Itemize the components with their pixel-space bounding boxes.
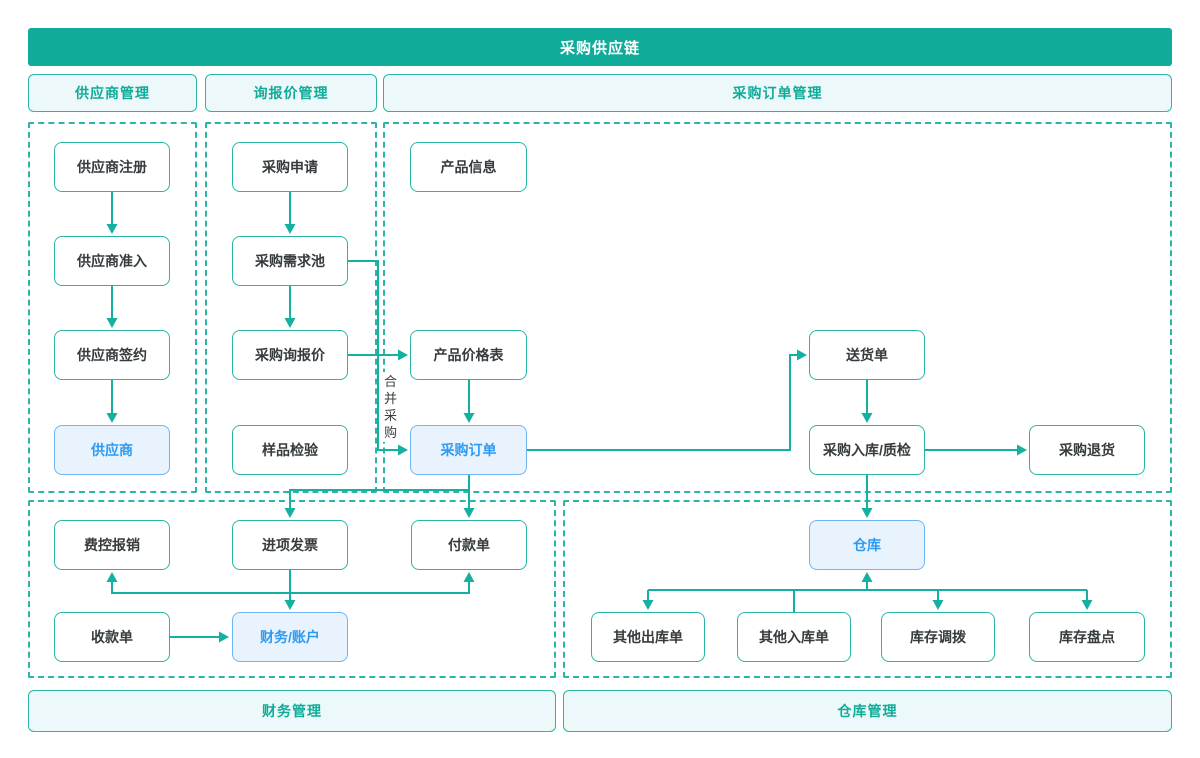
node-supplier-sign: 供应商签约	[54, 330, 170, 380]
edge-label-merge-procurement: 合并采购	[382, 372, 399, 442]
section-header-supplier-management: 供应商管理	[28, 74, 197, 112]
section-header-label: 询报价管理	[253, 85, 329, 101]
node-purchase-order: 采购订单	[410, 425, 527, 475]
node-expense-reimburse: 费控报销	[54, 520, 170, 570]
node-product-price-list: 产品价格表	[410, 330, 527, 380]
node-product-info: 产品信息	[410, 142, 527, 192]
section-header-inquiry-quote-management: 询报价管理	[205, 74, 377, 112]
dashed-zone-supplier-management	[28, 122, 197, 493]
node-other-inbound: 其他入库单	[737, 612, 851, 662]
page-title: 采购供应链	[559, 39, 640, 57]
section-header-label: 供应商管理	[75, 85, 150, 101]
node-warehouse: 仓库	[809, 520, 925, 570]
node-receipt-bill: 收款单	[54, 612, 170, 662]
node-supplier-access: 供应商准入	[54, 236, 170, 286]
section-header-purchase-order-management: 采购订单管理	[383, 74, 1172, 112]
node-purchase-inbound-qc: 采购入库/质检	[809, 425, 925, 475]
section-footer-label: 财务管理	[262, 703, 322, 719]
node-input-invoice: 进项发票	[232, 520, 348, 570]
node-delivery-note: 送货单	[809, 330, 925, 380]
section-header-label: 采购订单管理	[732, 85, 823, 101]
node-stock-transfer: 库存调拨	[881, 612, 995, 662]
node-finance-account: 财务/账户	[232, 612, 348, 662]
node-purchase-request: 采购申请	[232, 142, 348, 192]
section-footer-label: 仓库管理	[837, 703, 898, 719]
node-sample-inspection: 样品检验	[232, 425, 348, 475]
node-supplier: 供应商	[54, 425, 170, 475]
node-supplier-register: 供应商注册	[54, 142, 170, 192]
node-purchase-return: 采购退货	[1029, 425, 1145, 475]
section-footer-finance-management: 财务管理	[28, 690, 556, 732]
node-other-outbound: 其他出库单	[591, 612, 705, 662]
node-stock-count: 库存盘点	[1029, 612, 1145, 662]
diagram-title-banner: 采购供应链	[28, 28, 1172, 66]
node-payment-bill: 付款单	[411, 520, 527, 570]
section-footer-warehouse-management: 仓库管理	[563, 690, 1172, 732]
node-purchase-demand-pool: 采购需求池	[232, 236, 348, 286]
node-purchase-inquiry: 采购询报价	[232, 330, 348, 380]
